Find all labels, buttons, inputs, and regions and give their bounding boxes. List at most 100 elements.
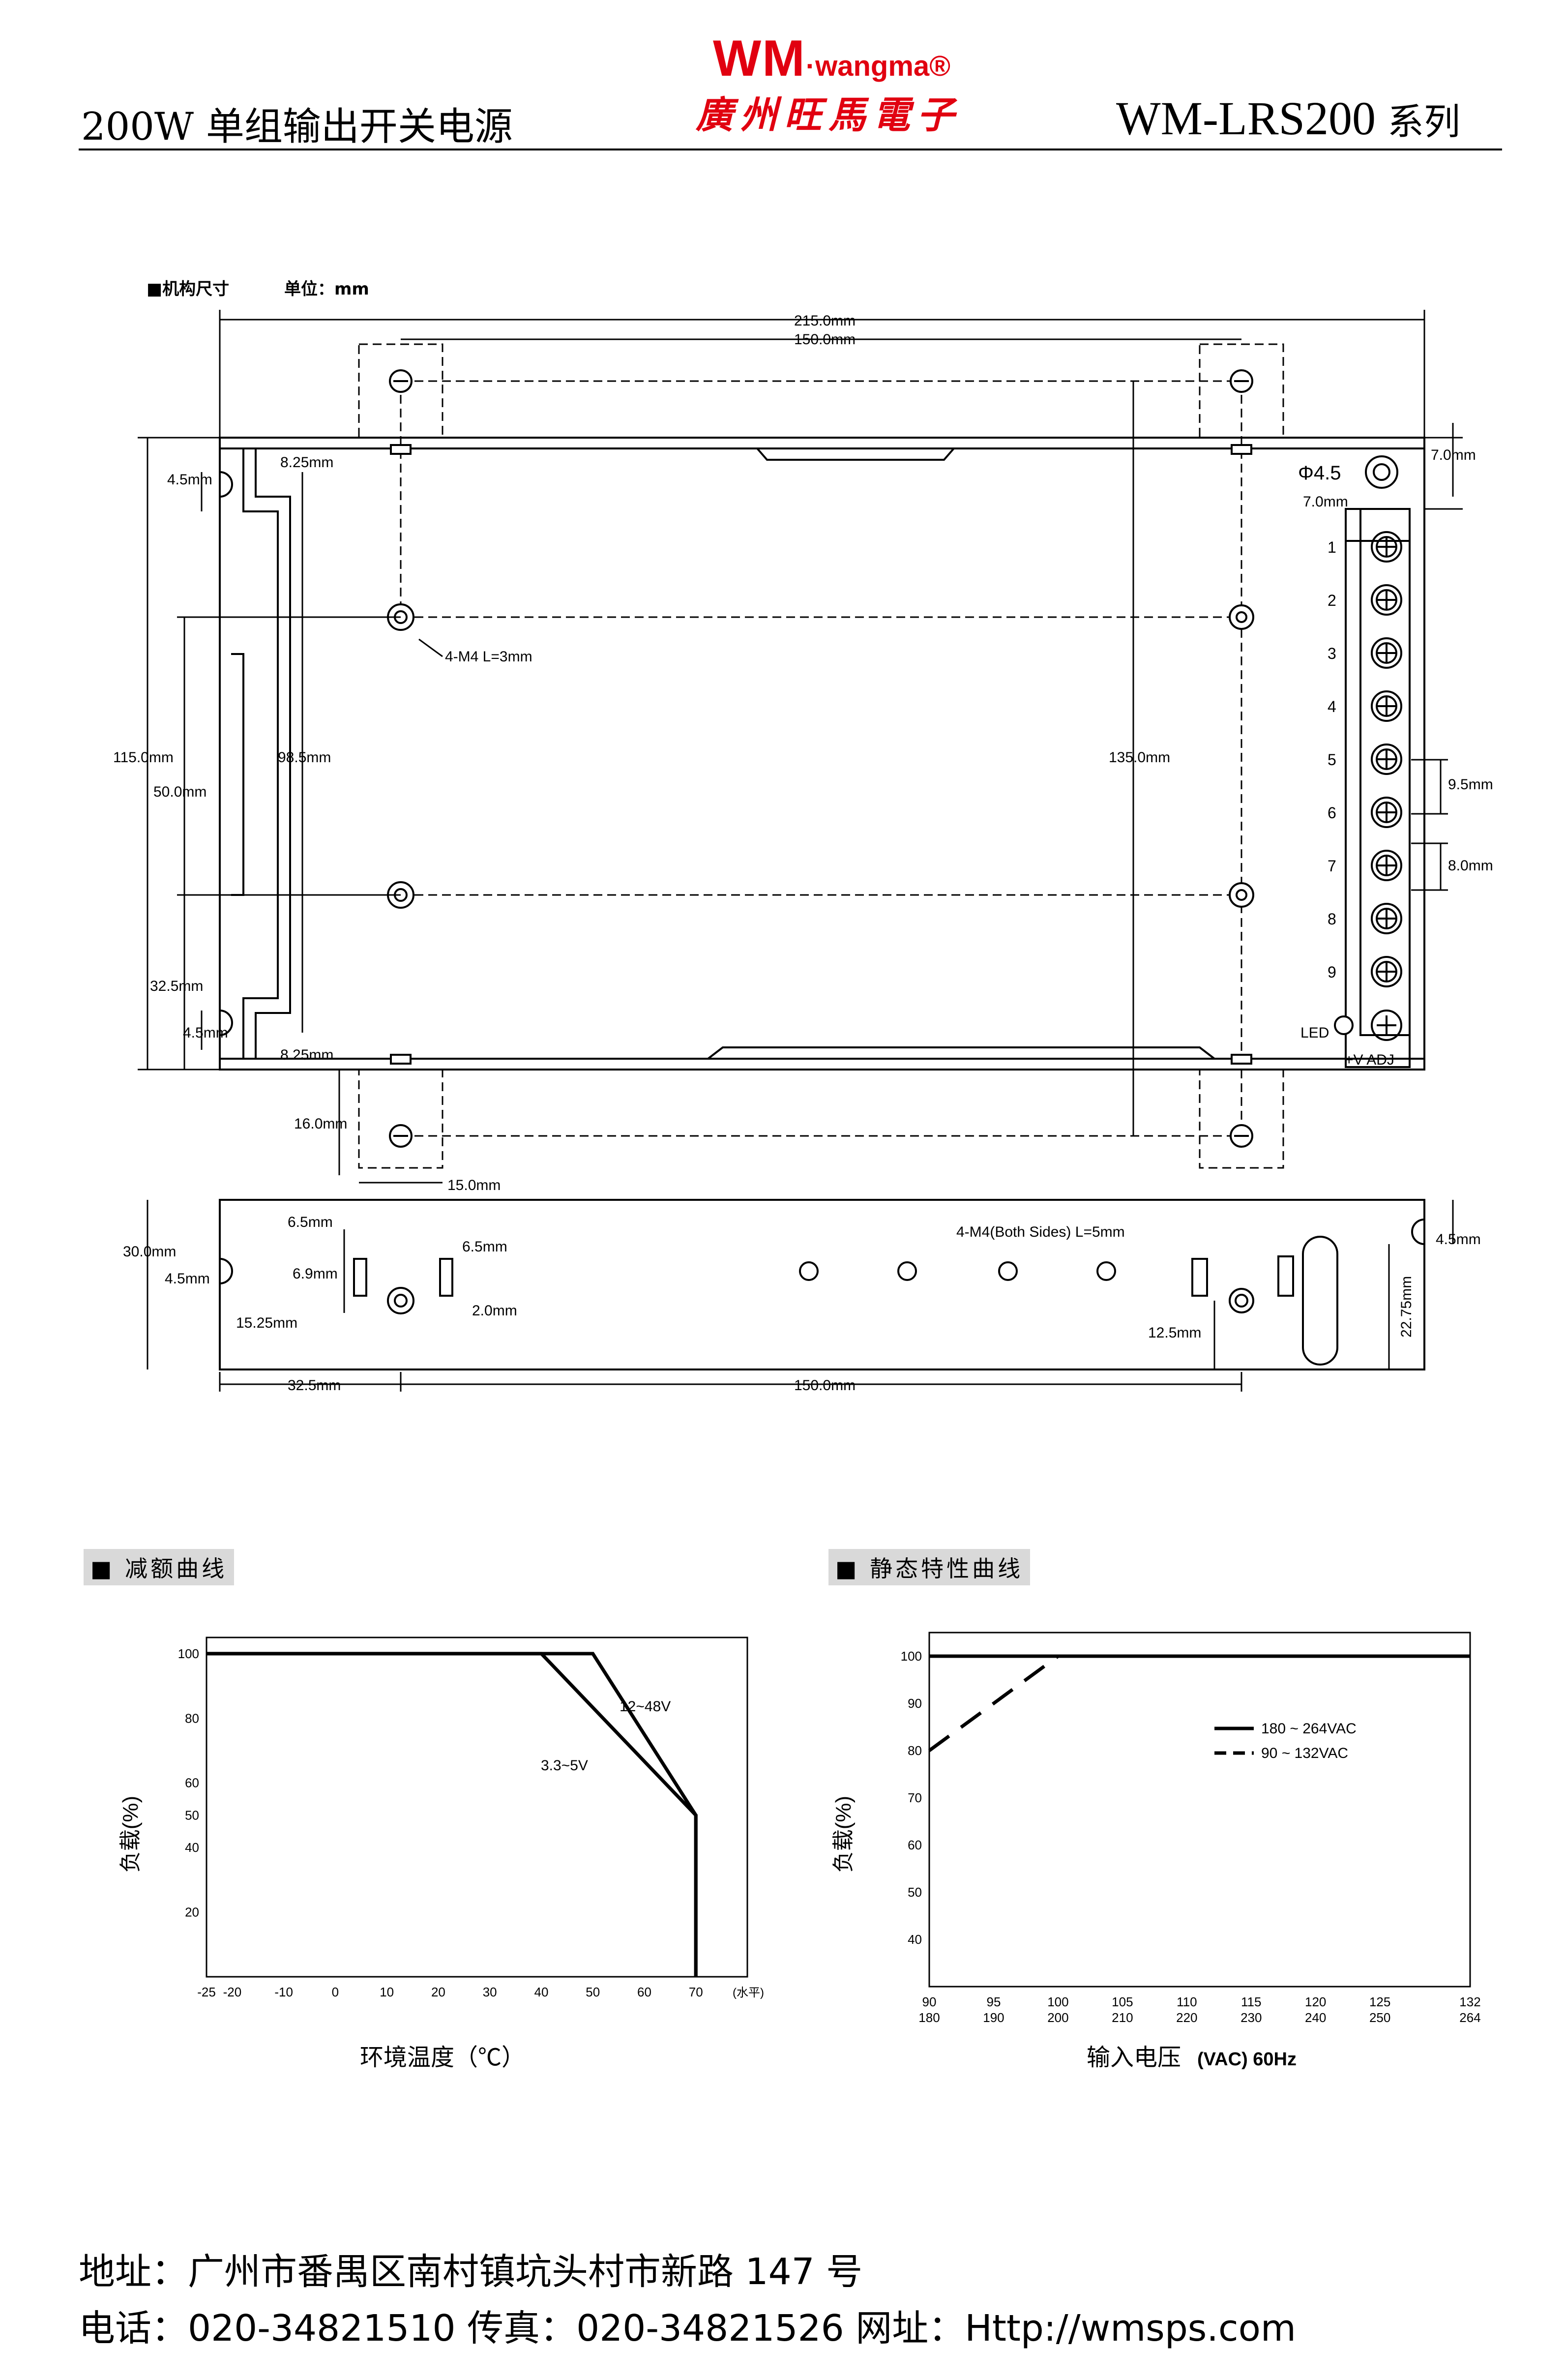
y-tick-label: 50 — [185, 1808, 199, 1822]
series-suffix: 系列 — [1388, 101, 1460, 143]
x-tick-label-top: 110 — [1177, 1994, 1197, 2009]
legend-90-132: 90 ~ 132VAC — [1261, 1745, 1348, 1761]
side-dim-22-75: 22.75mm — [1398, 1276, 1415, 1338]
terminal-screw-icon — [1371, 903, 1402, 934]
y-tick-label: 80 — [908, 1743, 922, 1758]
dim-7b: 7.0mm — [1303, 494, 1348, 510]
brand-logo: WM·wangma® — [713, 30, 950, 88]
dim-phi: Φ4.5 — [1298, 462, 1341, 484]
static-xlabel-en: (VAC) 60Hz — [1197, 2049, 1297, 2070]
dim-8-25b: 8.25mm — [280, 1047, 333, 1063]
adj-screw-icon — [1371, 1010, 1402, 1041]
legend-180-264: 180 ~ 264VAC — [1261, 1721, 1357, 1737]
series-label-3-3-5v: 3.3~5V — [541, 1757, 588, 1774]
side-dim-2: 2.0mm — [472, 1303, 517, 1319]
side-view — [219, 1199, 1425, 1370]
terminal-number: 8 — [1328, 910, 1336, 928]
terminal-number: 7 — [1328, 857, 1336, 875]
brand-reg: ® — [929, 50, 950, 82]
x-tick-label-bottom: 220 — [1176, 2010, 1197, 2025]
dim-135: 135.0mm — [1109, 749, 1170, 766]
dim-7a: 7.0mm — [1431, 447, 1476, 463]
side-dim-4-5: 4.5mm — [165, 1271, 210, 1287]
brand-wm: WM — [713, 30, 806, 87]
dim-15: 15.0mm — [447, 1177, 501, 1193]
x-tick-label: -10 — [274, 1985, 293, 1999]
x-tick-label: 10 — [380, 1985, 394, 1999]
square-bullet-icon: ■ — [147, 279, 163, 299]
y-tick-label: 50 — [908, 1885, 922, 1900]
dim-8-25a: 8.25mm — [280, 454, 333, 471]
dim-8: 8.0mm — [1448, 858, 1493, 874]
side-dim-6-9: 6.9mm — [293, 1266, 338, 1282]
y-tick-label: 90 — [908, 1696, 922, 1711]
static-ylabel: 负载(%) — [831, 1796, 856, 1873]
x-tick-label-bottom: 240 — [1305, 2010, 1326, 2025]
dim-9-5: 9.5mm — [1448, 776, 1493, 793]
model-number: WM-LRS200 — [1116, 92, 1376, 145]
dim-150-top: 150.0mm — [794, 331, 856, 348]
side-dim-12-5: 12.5mm — [1148, 1325, 1201, 1341]
model-title: WM-LRS200 系列 — [1116, 91, 1460, 146]
x-tick-label: 70 — [689, 1985, 703, 1999]
y-tick-label: 70 — [908, 1790, 922, 1805]
label-terminal-bottom: +V ADJ — [1345, 1052, 1394, 1068]
drawing-unit: 单位：mm — [284, 279, 369, 299]
derating-series-line-1 — [207, 1652, 698, 1977]
derating-section-label: ■ 减额曲线 — [84, 1549, 235, 1585]
side-dim-6-5a: 6.5mm — [288, 1214, 333, 1230]
label-4-m4: 4-M4 L=3mm — [445, 649, 532, 665]
terminal-number: 6 — [1328, 804, 1336, 822]
x-tick-label: -20 — [223, 1985, 242, 1999]
derating-plot-area — [206, 1636, 748, 1978]
terminal-screws — [1371, 531, 1402, 1041]
x-tick-label: -25 — [197, 1985, 216, 1999]
x-tick-label-top: 132 — [1459, 1994, 1480, 2009]
x-tick-label-top: 115 — [1241, 1994, 1261, 2009]
dim-50: 50.0mm — [153, 784, 207, 800]
footer-contact: 电话：020-34821510 传真：020-34821526 网址：Http:… — [79, 2307, 1296, 2350]
x-tick-label-top: 120 — [1305, 1994, 1326, 2009]
static-series-line-1 — [928, 1654, 1470, 1752]
side-dim-4-5r: 4.5mm — [1436, 1231, 1481, 1248]
terminal-number: 1 — [1328, 538, 1336, 556]
static-xlabel-cn: 输入电压 — [1087, 2045, 1181, 2071]
x-tick-label-top: 95 — [986, 1994, 1001, 2009]
x-tick-label: 60 — [637, 1985, 651, 1999]
x-unit-note: (水平) — [733, 1986, 764, 1999]
side-dim-6-5b: 6.5mm — [462, 1239, 507, 1255]
mechanical-drawing: 215.0mm 150.0mm 8.25mm 4.5mm 115.0mm 98.… — [113, 310, 1493, 1394]
terminal-screw-icon — [1371, 531, 1402, 563]
terminal-number: 9 — [1328, 963, 1336, 981]
x-tick-label: 20 — [431, 1985, 445, 1999]
y-tick-label: 80 — [185, 1711, 199, 1726]
terminal-number: 5 — [1328, 751, 1336, 769]
terminal-number: 2 — [1328, 592, 1336, 609]
x-tick-label-top: 100 — [1047, 1994, 1068, 2009]
static-section-label: ■ 静态特性曲线 — [828, 1549, 1031, 1585]
side-dim-150: 150.0mm — [794, 1377, 856, 1394]
x-tick-label-bottom: 264 — [1459, 2010, 1480, 2025]
y-tick-label: 40 — [908, 1932, 922, 1947]
dim-16: 16.0mm — [294, 1116, 347, 1132]
x-tick-label-bottom: 190 — [983, 2010, 1004, 2025]
y-tick-label: 60 — [185, 1776, 199, 1790]
y-tick-label: 60 — [908, 1838, 922, 1852]
terminal-number: 3 — [1328, 645, 1336, 662]
x-tick-label-top: 105 — [1112, 1994, 1133, 2009]
dim-215: 215.0mm — [794, 313, 856, 329]
x-tick-label-bottom: 200 — [1047, 2010, 1068, 2025]
header-rule — [79, 149, 1502, 150]
side-dim-30: 30.0mm — [123, 1244, 176, 1260]
dim-32-5: 32.5mm — [150, 978, 203, 994]
terminal-screw-icon — [1371, 956, 1402, 987]
y-tick-label: 100 — [178, 1646, 199, 1661]
dim-115: 115.0mm — [113, 749, 174, 766]
x-tick-label-bottom: 250 — [1369, 2010, 1390, 2025]
dim-4-5a: 4.5mm — [167, 472, 212, 488]
footer-address: 地址：广州市番禺区南村镇坑头村市新路 147 号 — [79, 2251, 863, 2293]
label-led: LED — [1300, 1025, 1329, 1041]
x-tick-label: 40 — [534, 1985, 548, 1999]
derating-xlabel: 环境温度（℃） — [360, 2045, 525, 2071]
